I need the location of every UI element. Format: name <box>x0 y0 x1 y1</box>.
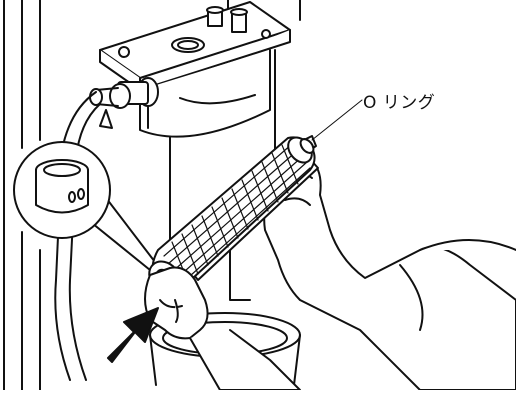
o-ring-label: O リング <box>363 88 435 113</box>
callout-leader <box>312 100 362 140</box>
end-cap-detail <box>14 142 155 270</box>
right-hand <box>264 154 516 390</box>
